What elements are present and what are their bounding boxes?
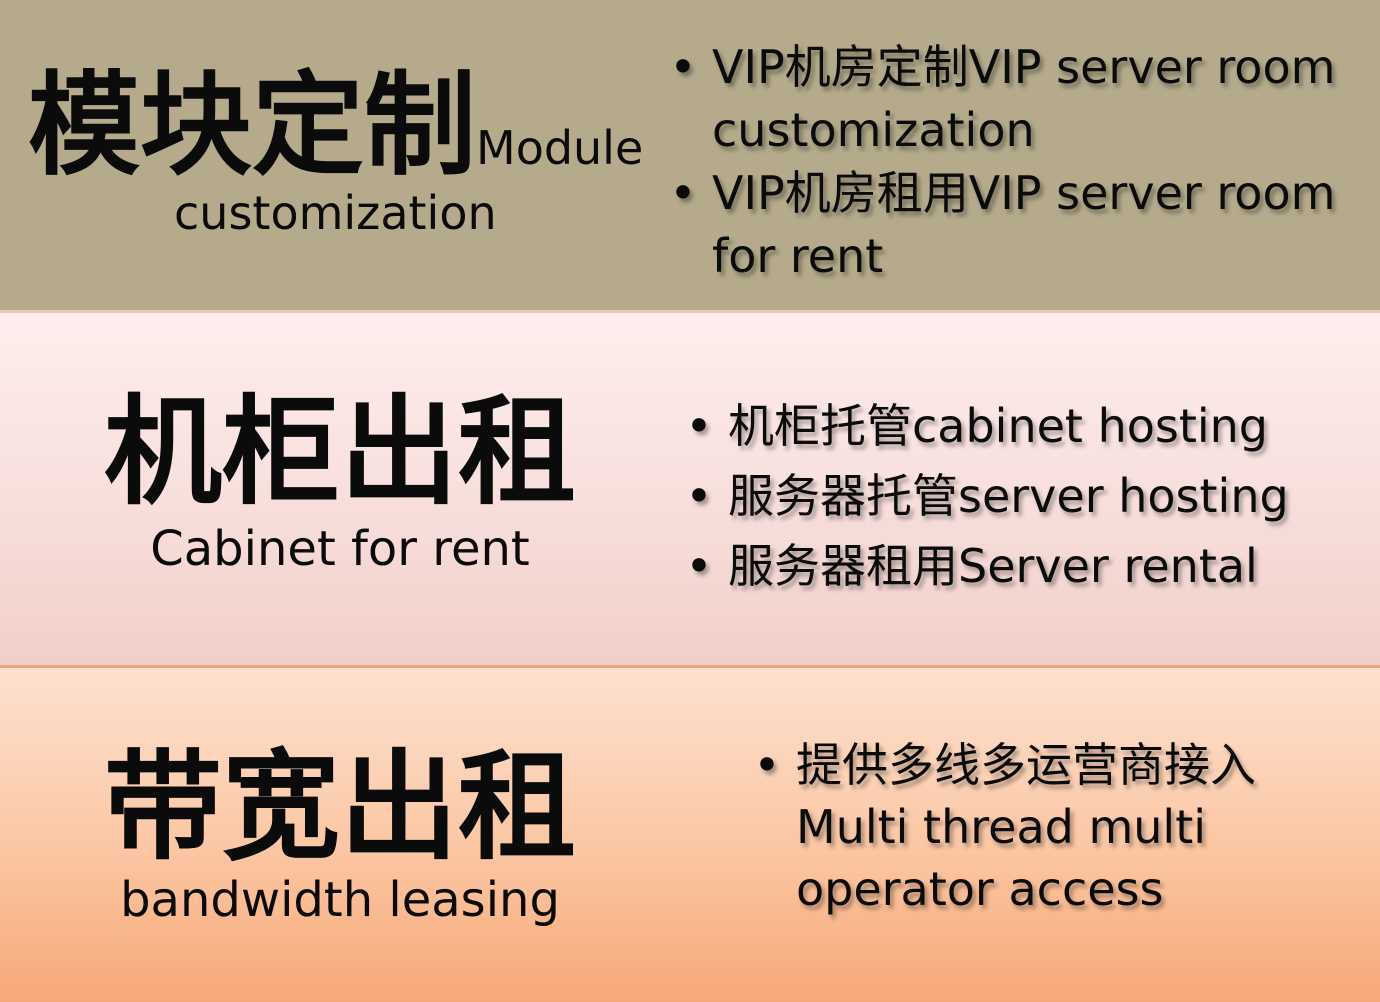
section-title-group: 模块定制Module customization [28,70,668,240]
bullet-list: • 机柜托管cabinet hosting • 服务器托管server host… [684,391,1374,601]
bullet-text: VIP机房租用VIP server room for rent [712,166,1336,283]
section-title-zh: 机柜出租 [103,383,576,521]
bullet-text: 服务器租用Server rental [728,539,1258,593]
section-title-group: 机柜出租 Cabinet for rent [0,393,680,576]
bullet-dot-icon: • [669,166,697,220]
section-title-en: customization [174,186,497,240]
section-title-zh: 模块定制 [28,61,476,191]
bullet-item: • 提供多线多运营商接入Multi thread multi operator … [752,734,1332,920]
bullet-item: • 机柜托管cabinet hosting [684,391,1374,461]
bullet-text: 机柜托管cabinet hosting [728,399,1269,453]
bullet-text: 提供多线多运营商接入Multi thread multi operator ac… [796,738,1256,916]
bullet-text: 服务器托管server hosting [728,469,1289,523]
section-module-customization: 模块定制Module customization • VIP机房定制VIP se… [0,0,1380,313]
bullet-list: • VIP机房定制VIP server room customization •… [668,36,1368,288]
bullet-item: • VIP机房租用VIP server room for rent [668,162,1368,288]
bullet-dot-icon: • [685,399,713,453]
bullet-item: • VIP机房定制VIP server room customization [668,36,1368,162]
section-cabinet-rent: 机柜出租 Cabinet for rent • 机柜托管cabinet host… [0,313,1380,668]
bullet-item: • 服务器托管server hosting [684,461,1374,531]
section-title-en: Cabinet for rent [150,521,530,577]
section-bandwidth-leasing: 带宽出租 bandwidth leasing • 提供多线多运营商接入Multi… [0,668,1380,1002]
bullet-dot-icon: • [685,469,713,523]
section-title-en: bandwidth leasing [120,872,560,928]
bullet-dot-icon: • [753,738,781,792]
bullet-text: VIP机房定制VIP server room customization [712,40,1336,157]
bullet-dot-icon: • [669,40,697,94]
section-title-zh: 带宽出租 [103,738,576,876]
bullet-dot-icon: • [685,539,713,593]
bullet-list: • 提供多线多运营商接入Multi thread multi operator … [752,734,1332,920]
section-title-en-inline: Module [476,121,644,175]
bullet-item: • 服务器租用Server rental [684,531,1374,601]
section-title-group: 带宽出租 bandwidth leasing [0,748,680,927]
